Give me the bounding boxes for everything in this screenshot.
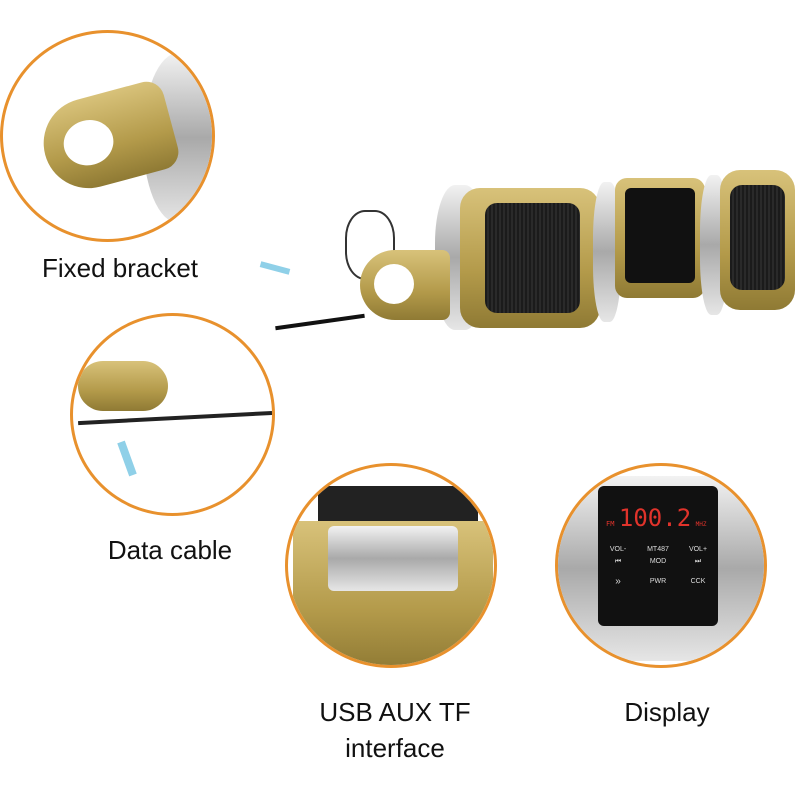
next-icon[interactable]: ⏭ xyxy=(694,558,702,565)
display-label: Display xyxy=(624,697,710,727)
vol-down-button[interactable]: VOL- xyxy=(609,546,627,553)
vol-up-button[interactable]: VOL+ xyxy=(688,546,708,553)
mount-bracket xyxy=(360,250,450,320)
data-cable-label: Data cable xyxy=(107,535,233,565)
speaker-left xyxy=(460,188,600,328)
speaker-right xyxy=(720,170,795,310)
port-panel xyxy=(328,526,458,591)
control-unit xyxy=(615,178,705,298)
usb-aux-tf-circle xyxy=(285,463,497,668)
model-label: MT487 xyxy=(647,546,669,553)
prev-icon[interactable]: ⏮ xyxy=(614,558,622,565)
pwr-button[interactable]: PWR xyxy=(649,578,667,585)
forward-icon[interactable]: » xyxy=(615,576,621,587)
frequency-text: 100.2 xyxy=(618,504,692,532)
display-panel: FM 100.2 MHZ VOL- MT487 VOL+ ⏮ MOD ⏭ » P… xyxy=(598,486,718,626)
display-circle: FM 100.2 MHZ VOL- MT487 VOL+ ⏮ MOD ⏭ » P… xyxy=(555,463,767,668)
cable-image xyxy=(78,410,272,426)
usb-aux-tf-label-line1: USB AUX TF xyxy=(319,697,471,727)
band-text: FM xyxy=(606,520,615,528)
fixed-bracket-label: Fixed bracket xyxy=(41,253,199,283)
data-cable-circle xyxy=(70,313,275,516)
cck-button[interactable]: CCK xyxy=(690,578,706,585)
usb-aux-tf-label-line2: interface xyxy=(345,733,445,763)
usb-aux-tf-label: USB AUX TF interface xyxy=(290,694,500,766)
fixed-bracket-circle xyxy=(0,30,215,242)
product-photo xyxy=(259,160,795,340)
unit-text: MHZ xyxy=(695,521,707,528)
mod-button[interactable]: MOD xyxy=(649,558,667,565)
